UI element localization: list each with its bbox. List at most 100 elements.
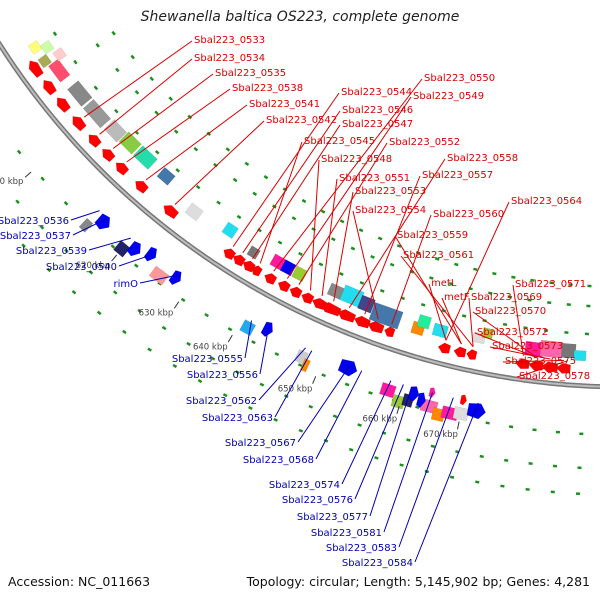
track-dot: [248, 405, 253, 411]
track-dot: [259, 382, 265, 387]
reverse-gene-arrow: [466, 402, 486, 420]
forward-gene-arrow: [43, 79, 58, 96]
reverse-gene-box: [78, 217, 94, 233]
track-dot: [197, 379, 203, 384]
forward-gene-label: Sbal223_0560: [433, 209, 504, 220]
forward-gene-arrow: [88, 134, 102, 148]
forward-gene-box: [118, 131, 142, 155]
track-dot: [277, 240, 283, 245]
reverse-leader-line: [118, 254, 152, 267]
track-dot: [52, 31, 58, 37]
forward-gene-arrow: [556, 362, 571, 374]
forward-gene-label: Sbal223_0573: [492, 341, 563, 352]
reverse-leader-line: [244, 320, 252, 359]
forward-leader-line: [441, 297, 462, 345]
reverse-leader-line: [398, 397, 454, 548]
reverse-leader-line: [139, 274, 179, 284]
track-dot: [16, 149, 22, 155]
forward-gene-label: Sbal223_0551: [339, 173, 410, 184]
track-dot: [415, 250, 421, 255]
reverse-gene-arrow: [168, 270, 182, 286]
track-dot: [332, 414, 338, 419]
forward-gene-box: [82, 98, 112, 129]
track-dot: [291, 216, 297, 221]
track-dot: [359, 280, 365, 285]
forward-gene-label: Sbal223_0554: [355, 205, 426, 216]
reverse-leader-line: [414, 402, 479, 563]
track-dot: [500, 484, 505, 488]
reverse-leader-line: [297, 365, 350, 443]
track-dot: [114, 108, 119, 114]
track-dot: [263, 175, 269, 180]
forward-gene-arrow: [289, 286, 303, 299]
track-dot: [112, 290, 118, 295]
kbp-label: 660 kbp: [362, 415, 397, 425]
track-dot: [193, 146, 199, 152]
forward-gene-arrow: [277, 280, 292, 293]
track-dot: [473, 267, 478, 272]
track-dot: [147, 347, 152, 352]
forward-gene-arrow: [163, 205, 180, 220]
forward-leader-line: [83, 40, 193, 118]
track-dot: [40, 176, 45, 182]
forward-gene-label: Sbal223_0575: [505, 356, 576, 367]
track-dot: [511, 275, 516, 279]
track-dot: [236, 214, 242, 220]
reverse-gene-label: Sbal223_0583: [326, 543, 397, 554]
track-dot: [308, 404, 314, 409]
forward-gene-arrow: [453, 346, 467, 358]
track-dot: [530, 278, 535, 282]
track-dot: [549, 281, 554, 285]
forward-leader-line: [321, 178, 338, 297]
forward-gene-label: Sbal223_0561: [403, 250, 474, 261]
forward-gene-labels: Sbal223_0533Sbal223_0534Sbal223_0535Sbal…: [83, 35, 590, 382]
reverse-gene-box: [113, 240, 131, 258]
forward-gene-label: Sbal223_0550: [424, 73, 495, 84]
track-dot: [222, 393, 228, 398]
track-dot: [21, 243, 26, 248]
forward-gene-arrow: [264, 273, 278, 285]
reverse-leader-line: [259, 329, 269, 375]
forward-leader-line: [445, 201, 510, 341]
reverse-leader-line: [369, 386, 413, 517]
forward-gene-label: metF: [444, 292, 470, 303]
forward-gene-label: Sbal223_0544: [341, 87, 412, 98]
track-dot: [488, 291, 493, 295]
reverse-leader-line: [354, 384, 404, 500]
forward-gene-label: Sbal223_0538: [232, 83, 303, 94]
forward-gene-arrow: [115, 162, 130, 176]
track-dot: [204, 312, 209, 318]
track-dot: [133, 263, 139, 268]
track-dot: [173, 129, 179, 134]
reverse-gene-label: Sbal223_0581: [311, 528, 382, 539]
track-dot: [225, 147, 231, 152]
track-dot: [461, 314, 467, 318]
track-dot: [429, 276, 434, 280]
track-dot: [358, 228, 364, 233]
track-dot: [377, 236, 383, 241]
track-dot: [492, 271, 497, 276]
gene-features: [27, 39, 587, 423]
reverse-gene-label: Sbal223_0574: [269, 480, 340, 491]
track-dot: [508, 425, 514, 429]
forward-gene-label: Sbal223_0570: [475, 306, 546, 317]
track-dot: [115, 67, 120, 73]
forward-gene-label: Sbal223_0548: [321, 154, 392, 165]
track-dot: [389, 262, 395, 267]
track-dot: [111, 30, 116, 36]
forward-gene-box: [431, 322, 449, 339]
track-dot: [95, 42, 100, 48]
reverse-gene-label: Sbal223_0576: [282, 495, 353, 506]
reverse-gene-box: [452, 406, 470, 422]
track-dot: [210, 356, 216, 361]
track-dot: [186, 341, 191, 347]
forward-gene-arrow: [56, 97, 71, 113]
track-dot: [297, 363, 303, 368]
forward-gene-box: [48, 58, 71, 83]
forward-gene-label: Sbal223_0533: [194, 35, 265, 46]
track-dot: [172, 363, 178, 369]
track-dot: [547, 301, 552, 305]
track-dot: [180, 297, 186, 303]
track-dot: [348, 447, 354, 452]
